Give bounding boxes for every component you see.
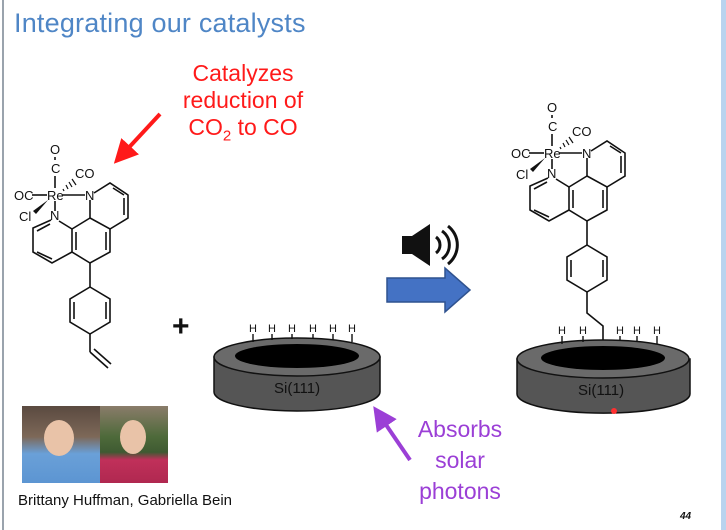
- cl-atom: Cl: [516, 167, 528, 182]
- note-line: photons: [419, 478, 501, 504]
- h-atom: H: [288, 323, 296, 335]
- h-atom: H: [348, 323, 356, 335]
- oc-ligand: OC: [511, 146, 531, 161]
- red-arrow: [113, 112, 162, 164]
- to-co-text: to CO: [231, 114, 298, 140]
- n-atom: N: [547, 166, 556, 181]
- photo-caption: Brittany Huffman, Gabriella Bein: [18, 492, 232, 509]
- h-atom: H: [633, 325, 641, 337]
- re-atom: Re: [47, 188, 64, 203]
- plus-sign: +: [172, 310, 190, 343]
- surface-bound-catalyst: Re N N OC CO Cl C O: [511, 100, 626, 341]
- photo-gabriella-bein: [100, 406, 168, 483]
- oc-ligand: OC: [14, 188, 34, 203]
- n-atom: N: [85, 188, 94, 203]
- h-atom: H: [616, 325, 624, 337]
- researcher-photos: [22, 406, 168, 483]
- n-atom: N: [50, 208, 59, 223]
- o-atom: O: [50, 142, 60, 157]
- si111-label: Si(111): [274, 380, 320, 397]
- h-atom: H: [653, 325, 661, 337]
- note-line: Absorbs: [417, 416, 503, 442]
- co-ligand: CO: [75, 166, 95, 181]
- page-number: 44: [680, 511, 692, 522]
- h-atom: H: [558, 325, 566, 337]
- slide-right-border: [721, 0, 726, 530]
- right-arrow-icon: [386, 266, 472, 314]
- speaker-icon[interactable]: [402, 224, 459, 266]
- h-atom: H: [268, 323, 276, 335]
- photo-brittany-huffman: [22, 406, 100, 483]
- co-text: CO: [188, 114, 223, 140]
- re-atom: Re: [544, 146, 561, 161]
- h-atom: H: [309, 323, 317, 335]
- silicon-surface-left: Si(111) H H H H H H: [213, 323, 381, 412]
- h-atom: H: [249, 323, 257, 335]
- rhenium-catalyst-molecule: Re N N OC CO Cl C O: [14, 142, 129, 369]
- h-atom: H: [329, 323, 337, 335]
- note-line: CO2 to CO: [176, 114, 310, 150]
- slide-left-border: [2, 0, 4, 530]
- si111-label: Si(111): [578, 382, 624, 399]
- co-ligand: CO: [572, 124, 592, 139]
- purple-arrow: [373, 406, 412, 462]
- h-atom: H: [579, 325, 587, 337]
- note-line: Catalyzes: [192, 60, 294, 86]
- cl-atom: Cl: [19, 209, 31, 224]
- c-atom: C: [548, 119, 557, 134]
- absorbs-note: Absorbs solar photons: [410, 414, 510, 507]
- cursor-dot: [611, 408, 617, 414]
- c-atom: C: [51, 161, 60, 176]
- silicon-surface-right: Si(111) H H H H H: [516, 325, 691, 414]
- note-line: solar: [435, 447, 485, 473]
- n-atom: N: [582, 146, 591, 161]
- subscript: 2: [222, 127, 232, 145]
- o-atom: O: [547, 100, 557, 115]
- catalyzes-note: Catalyzes reduction of CO2 to CO: [176, 60, 310, 150]
- note-line: reduction of: [182, 87, 304, 113]
- slide-title: Integrating our catalysts: [14, 8, 306, 38]
